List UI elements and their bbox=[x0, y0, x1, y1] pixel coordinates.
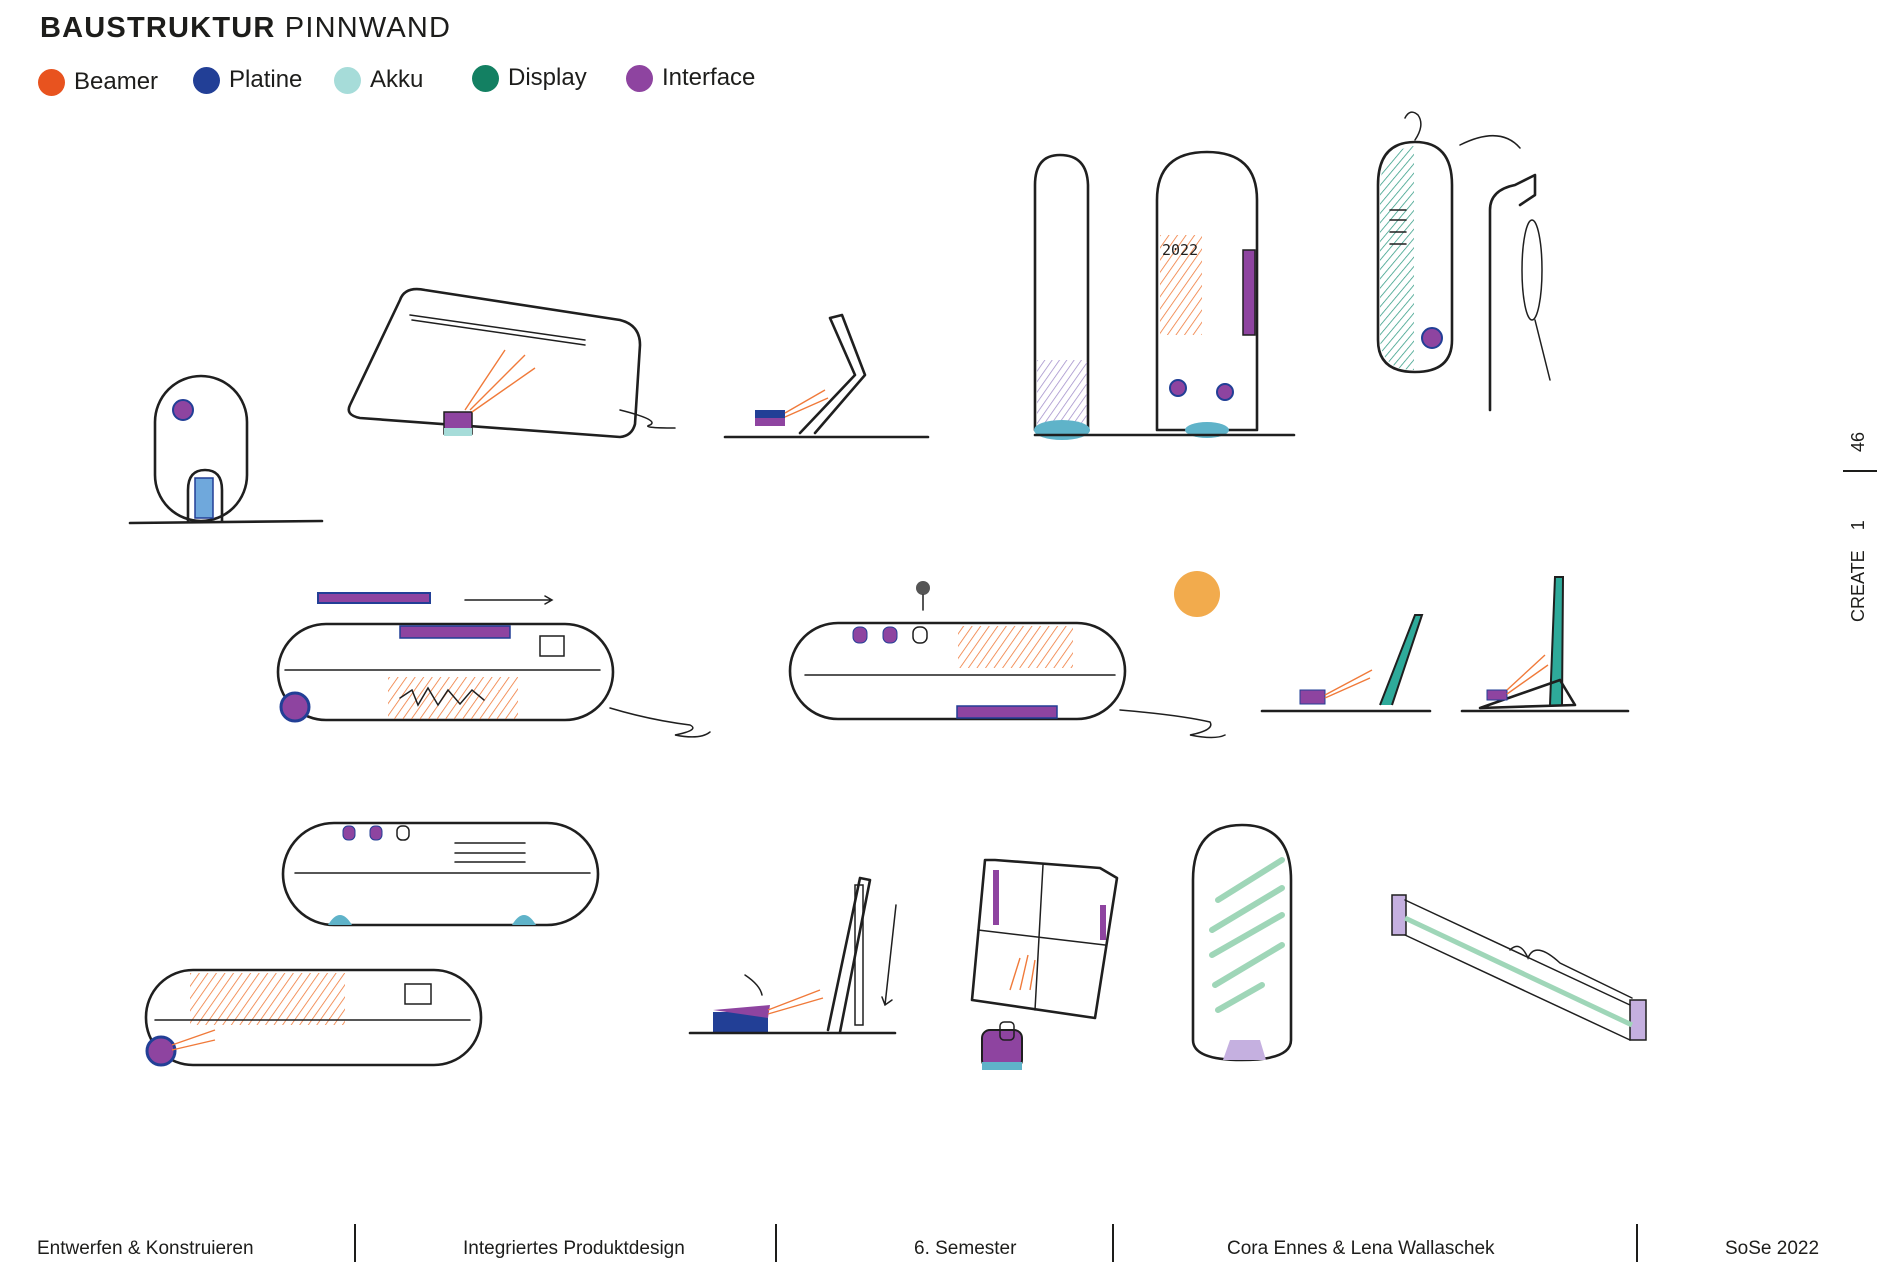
sketch-square-board bbox=[970, 858, 1119, 1070]
sketch-board-round-projector bbox=[144, 968, 483, 1067]
sketch-small-tablet bbox=[128, 374, 324, 525]
calendar-year-label: 2022 bbox=[1162, 241, 1198, 259]
legend-label-platine: Platine bbox=[229, 66, 303, 93]
sidebar-section-number: 1 bbox=[1848, 520, 1868, 531]
footer-semester: 6. Semester bbox=[914, 1238, 1017, 1259]
sketch-board-feet bbox=[281, 821, 600, 927]
page-title: BAUSTRUKTUR PINNWAND bbox=[40, 12, 451, 45]
legend-label-beamer: Beamer bbox=[74, 68, 159, 95]
sidebar-section-label: CREATE bbox=[1848, 550, 1868, 622]
footer-divider bbox=[1112, 1224, 1114, 1262]
legend-item-akku: Akku bbox=[334, 66, 423, 94]
sketch-tall-panels: 2022 bbox=[1033, 150, 1296, 440]
sketch-hanging-panel bbox=[1376, 111, 1551, 412]
page-number: 46 bbox=[1848, 431, 1868, 452]
legend-item-interface: Interface bbox=[626, 64, 755, 92]
sketch-board-buttons bbox=[788, 581, 1226, 739]
interface-color-dot bbox=[626, 64, 653, 92]
legend-label-display: Display bbox=[508, 64, 587, 91]
sketch-horizontal-board-chart bbox=[276, 592, 711, 738]
legend-label-interface: Interface bbox=[662, 64, 756, 91]
legend-label-akku: Akku bbox=[370, 66, 424, 93]
footer-divider bbox=[1636, 1224, 1638, 1262]
legend-item-beamer: Beamer bbox=[38, 68, 158, 96]
platine-color-dot bbox=[193, 66, 220, 94]
footer-divider bbox=[354, 1224, 356, 1262]
sketch-long-rail bbox=[1391, 894, 1647, 1041]
akku-color-dot bbox=[334, 66, 361, 94]
page-title-light: PINNWAND bbox=[284, 12, 452, 44]
page-title-bold: BAUSTRUKTUR bbox=[40, 12, 276, 44]
page-footer: Entwerfen & Konstruieren Integriertes Pr… bbox=[0, 1224, 1877, 1264]
beamer-color-dot bbox=[38, 68, 65, 96]
sidebar-divider bbox=[1843, 470, 1877, 472]
footer-divider bbox=[775, 1224, 777, 1262]
display-color-dot bbox=[472, 64, 499, 92]
sketch-laptop-stands bbox=[1260, 576, 1630, 713]
footer-course: Entwerfen & Konstruieren bbox=[37, 1238, 254, 1259]
sketch-curved-board bbox=[347, 287, 676, 439]
sketch-leaning-board bbox=[688, 876, 897, 1035]
color-legend: Beamer Platine Akku Display Interface bbox=[38, 64, 798, 102]
sketch-angled-stand bbox=[723, 313, 930, 439]
legend-item-platine: Platine bbox=[193, 66, 302, 94]
legend-item-display: Display bbox=[472, 64, 587, 92]
sun-dot bbox=[1174, 571, 1220, 617]
sketch-mirror-oval bbox=[1191, 823, 1293, 1062]
footer-program: Integriertes Produktdesign bbox=[463, 1238, 685, 1259]
footer-authors: Cora Ennes & Lena Wallaschek bbox=[1227, 1238, 1495, 1259]
footer-term: SoSe 2022 bbox=[1725, 1238, 1820, 1259]
sidebar-section: CREATE 1 bbox=[1848, 520, 1869, 622]
